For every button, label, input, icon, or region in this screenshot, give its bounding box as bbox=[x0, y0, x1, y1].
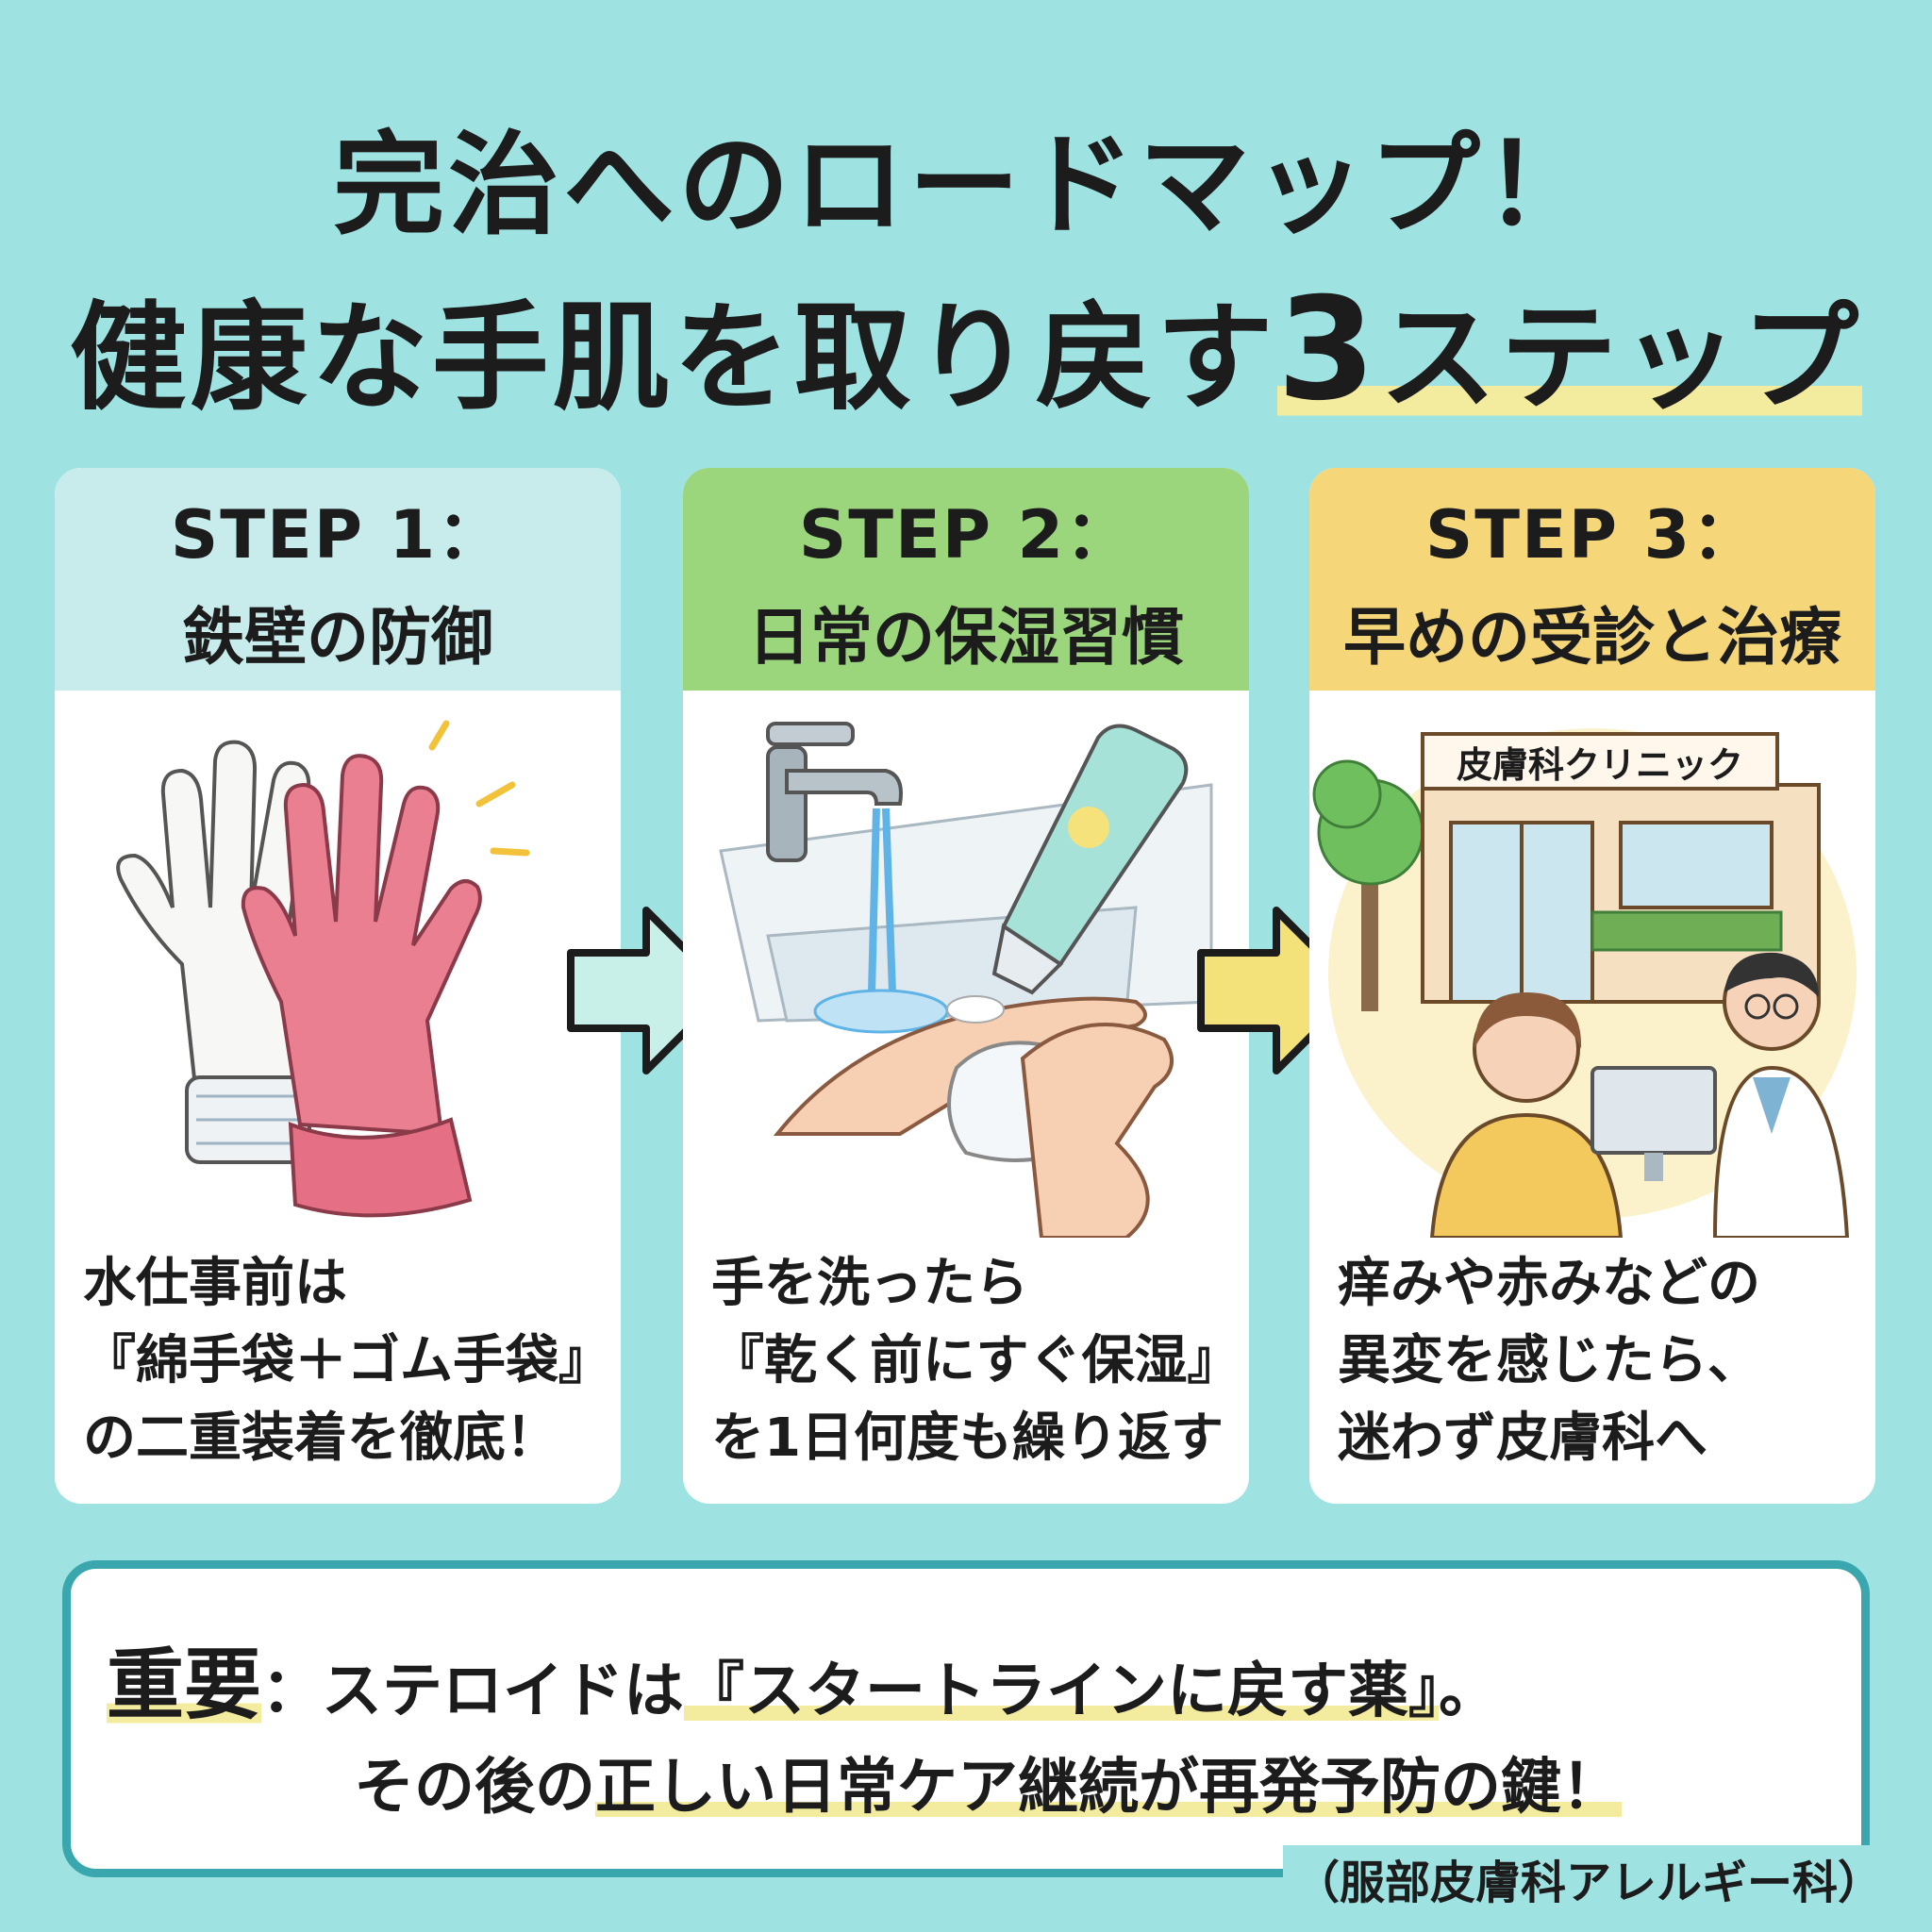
step-1-label: STEP 1： bbox=[170, 495, 506, 574]
cream-tube-icon bbox=[991, 724, 1189, 995]
gloves-illustration bbox=[116, 720, 530, 1218]
step-2-text-line: 『乾く前にすぐ保湿』 bbox=[711, 1330, 1241, 1391]
page-title: 完治へのロードマップ！ bbox=[332, 120, 1599, 250]
important-note: 重要：ステロイドは『スタートラインに戻す薬』。 その後の正しい日常ケア継続が再発… bbox=[62, 1560, 1870, 1877]
step-2-heading: 日常の保湿習慣 bbox=[748, 600, 1184, 674]
step-3-label: STEP 3： bbox=[1424, 495, 1760, 574]
patient-icon bbox=[1429, 992, 1624, 1238]
note-line-1: 重要：ステロイドは『スタートラインに戻す薬』。 bbox=[107, 1622, 1499, 1734]
monitor-icon bbox=[1591, 1066, 1717, 1181]
note-line2-highlight: 正しい日常ケア継続が再発予防の鍵！ bbox=[595, 1753, 1622, 1823]
subtitle-highlight-text: ステップ bbox=[1379, 291, 1863, 426]
step-card-2: STEP 2： 日常の保湿習慣 手を洗ったら 『乾く前にすぐ保湿』 を1日何度も bbox=[683, 468, 1249, 1504]
step-3-heading: 早めの受診と治療 bbox=[1343, 600, 1841, 674]
credit: （服部皮膚科アレルギー科） bbox=[1282, 1845, 1894, 1911]
step-card-3: STEP 3： 早めの受診と治療 bbox=[1309, 468, 1875, 1504]
step-3-text-line: 異変を感じたら、 bbox=[1338, 1330, 1760, 1391]
step-1-header: STEP 1： 鉄壁の防御 bbox=[55, 468, 621, 691]
sparkle-icon bbox=[428, 720, 530, 857]
step-2-text-line: 手を洗ったら bbox=[711, 1253, 1028, 1314]
step-1-text-line: の二重装着を徹底！ bbox=[83, 1407, 558, 1469]
step-1-text: 水仕事前は 『綿手袋＋ゴム手袋』 の二重装着を徹底！ bbox=[83, 1245, 611, 1477]
step-3-text: 痒みや赤みなどの 異変を感じたら、 迷わず皮膚科へ bbox=[1338, 1245, 1857, 1477]
moisturize-illustration bbox=[719, 722, 1213, 1238]
subtitle-highlight: 3ステップ bbox=[1276, 268, 1863, 432]
step-2-header: STEP 2： 日常の保湿習慣 bbox=[683, 468, 1249, 691]
subtitle-prefix: 健康な手肌を取り戻す bbox=[69, 291, 1277, 426]
rubber-glove-icon bbox=[241, 754, 482, 1218]
note-line1-prefix: ステロイドは bbox=[322, 1657, 685, 1726]
step-2-text: 手を洗ったら 『乾く前にすぐ保湿』 を1日何度も繰り返す bbox=[711, 1245, 1241, 1477]
step-3-text-line: 迷わず皮膚科へ bbox=[1338, 1407, 1707, 1469]
step-card-1: STEP 1： 鉄壁の防御 水仕事前は 『綿手袋＋ゴム手袋』 の二重装着を徹底！ bbox=[55, 468, 621, 1504]
step-2-label: STEP 2： bbox=[798, 495, 1134, 574]
note-line2-prefix: その後の bbox=[354, 1753, 595, 1823]
step-1-text-line: 『綿手袋＋ゴム手袋』 bbox=[83, 1330, 611, 1391]
note-line1-suffix: 。 bbox=[1439, 1657, 1500, 1726]
step-3-text-line: 痒みや赤みなどの bbox=[1338, 1253, 1760, 1314]
faucet-icon bbox=[766, 722, 903, 862]
doctor-icon bbox=[1712, 952, 1850, 1238]
note-line1-highlight: 『スタートラインに戻す薬』 bbox=[684, 1657, 1440, 1726]
clinic-sign: 皮膚科クリニック bbox=[1421, 732, 1779, 791]
tree-icon bbox=[1312, 759, 1424, 1011]
cotton-glove-icon bbox=[116, 740, 311, 1164]
clinic-sign-text: 皮膚科クリニック bbox=[1456, 743, 1743, 786]
step-2-text-line: を1日何度も繰り返す bbox=[711, 1407, 1224, 1469]
step-3-header: STEP 3： 早めの受診と治療 bbox=[1309, 468, 1875, 691]
note-colon: ： bbox=[261, 1657, 323, 1726]
page-subtitle: 健康な手肌を取り戻す3ステップ bbox=[0, 262, 1932, 432]
step-1-text-line: 水仕事前は bbox=[83, 1253, 347, 1314]
clinic-illustration: 皮膚科クリニック bbox=[1309, 691, 1875, 1238]
subtitle-number: 3 bbox=[1276, 268, 1380, 432]
note-line-2: その後の正しい日常ケア継続が再発予防の鍵！ bbox=[354, 1739, 1622, 1825]
note-label: 重要 bbox=[107, 1641, 262, 1730]
step-1-heading: 鉄壁の防御 bbox=[182, 600, 493, 674]
